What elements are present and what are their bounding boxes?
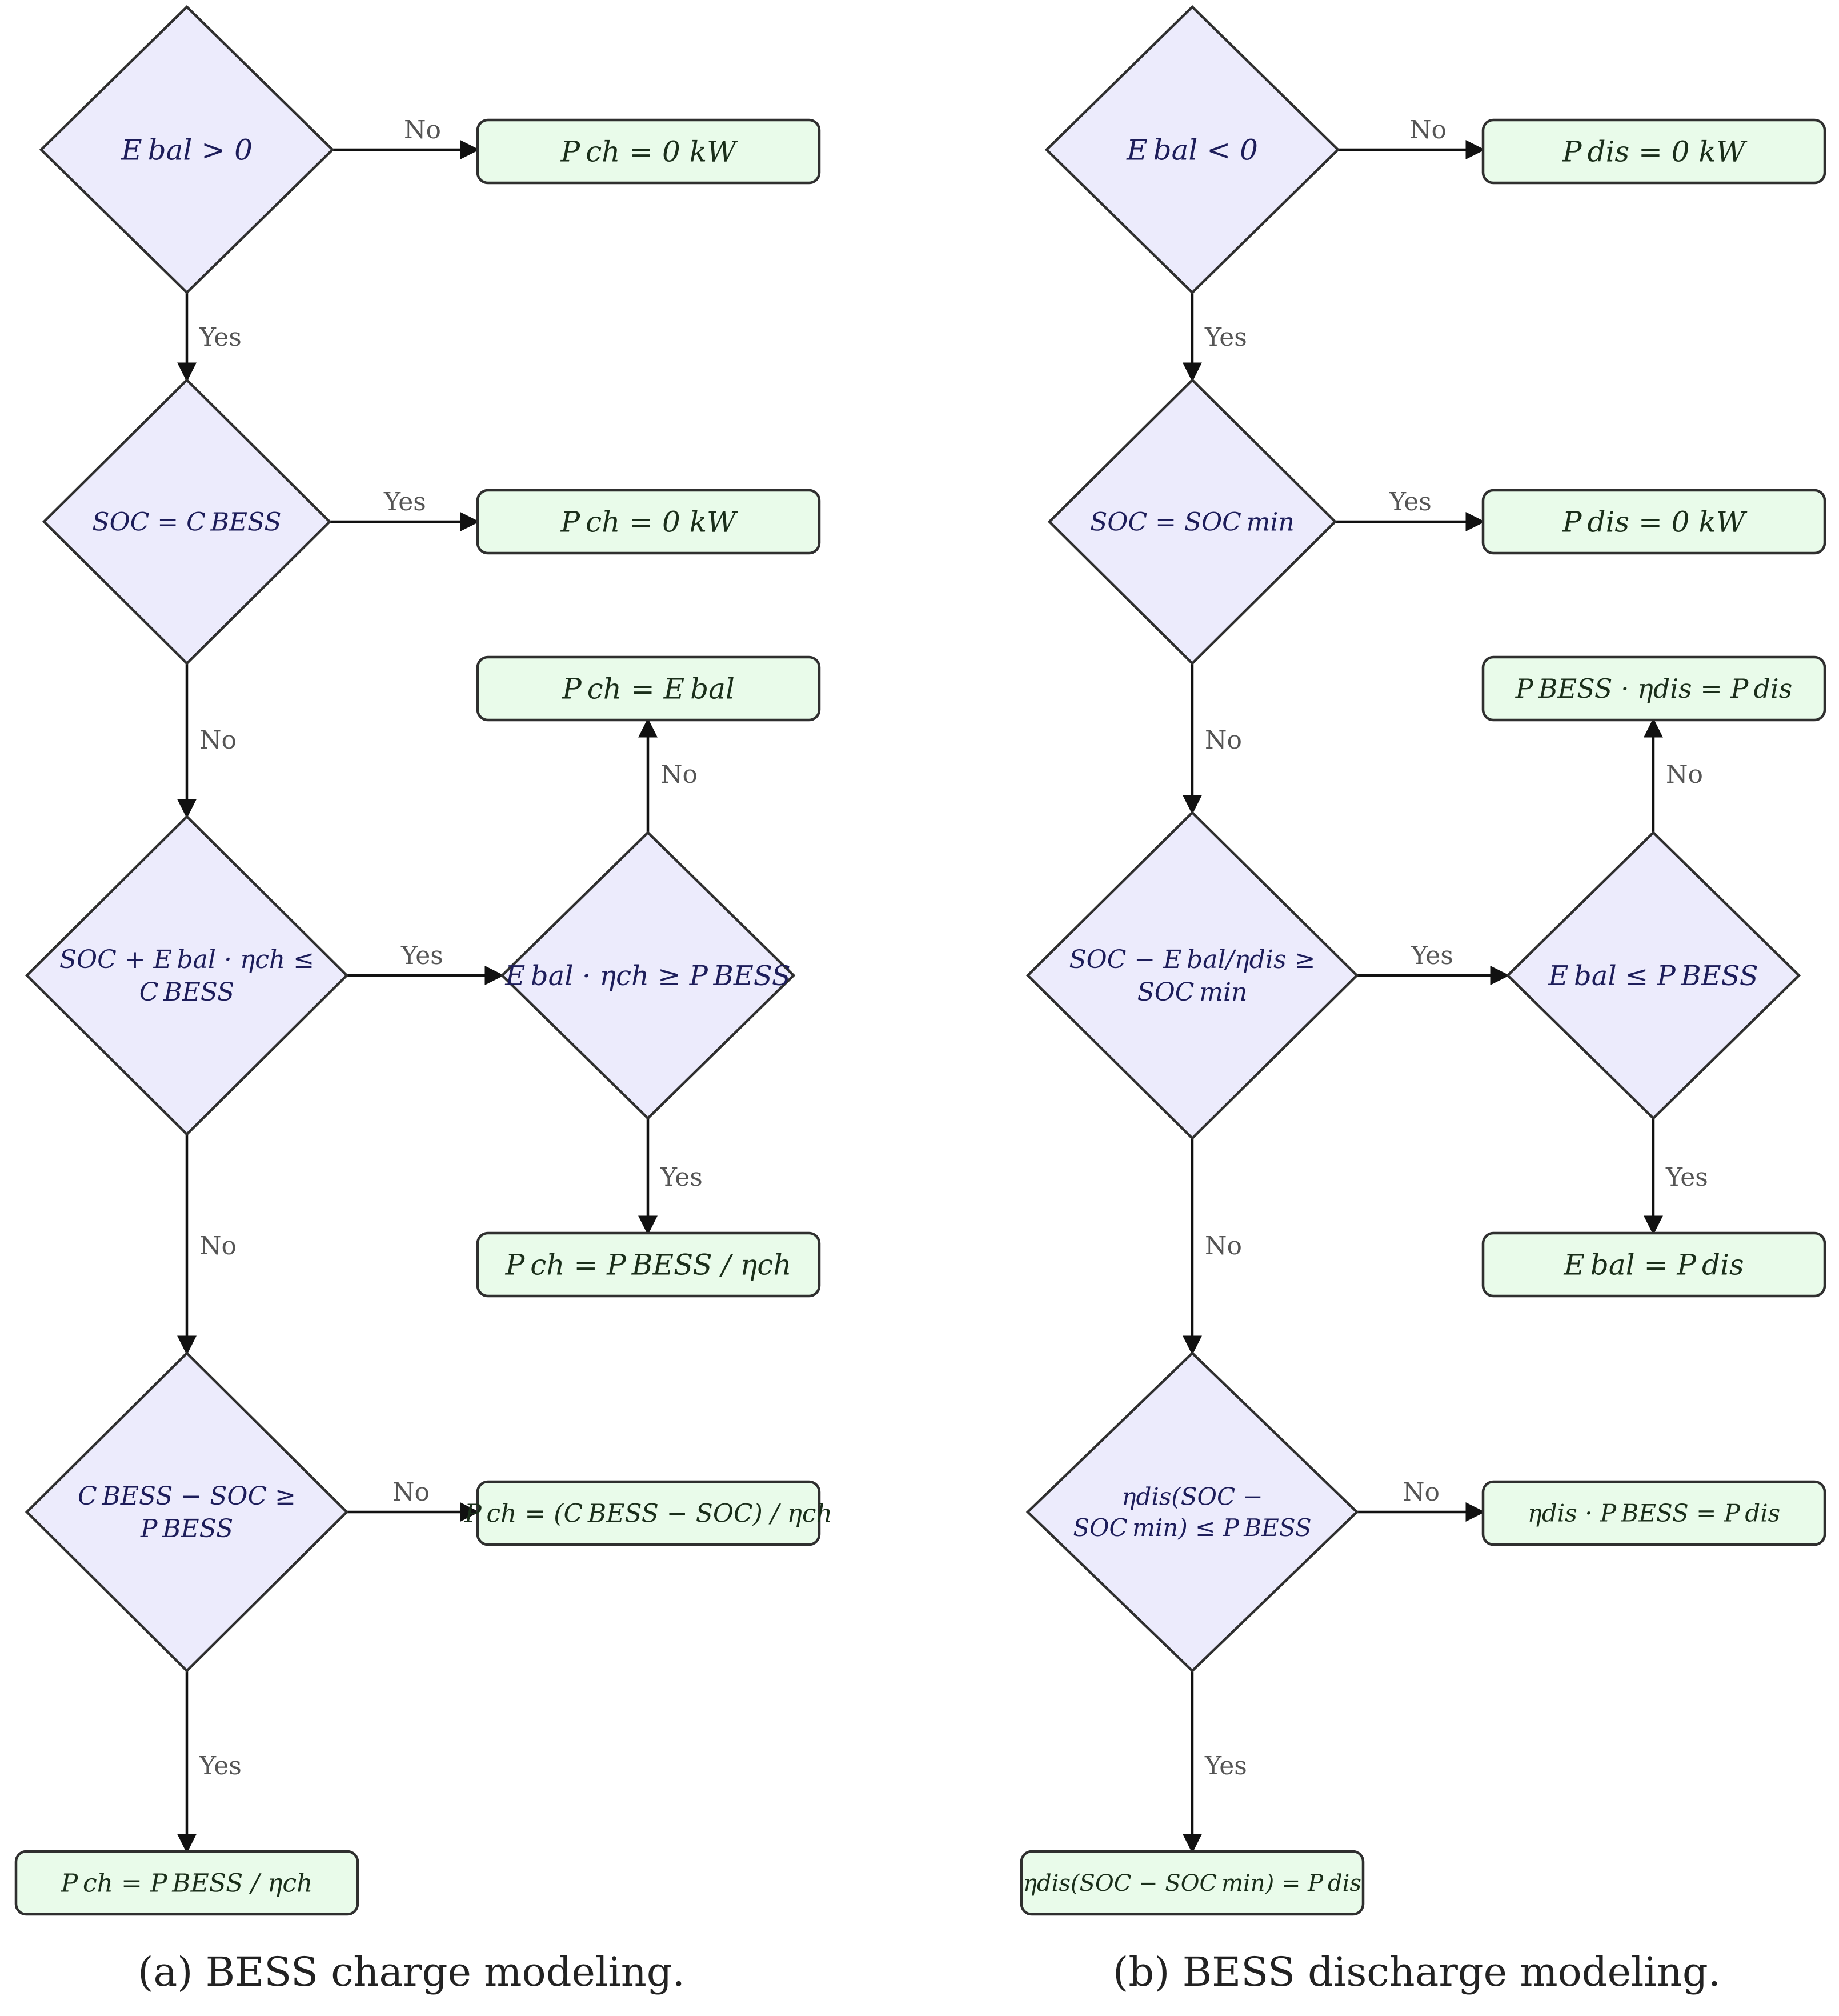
discharge-decision-2 xyxy=(1047,378,1337,666)
charge-decision-5 xyxy=(25,1351,349,1673)
discharge-edge-label-4: No xyxy=(1205,726,1242,755)
charge-decision-2 xyxy=(42,378,332,666)
discharge-decision-2-line-1: SOC = SOC min xyxy=(1090,507,1295,537)
charge-result-text-4: P ch = P BESS / ηch xyxy=(505,1249,792,1282)
charge-edge-label-9: No xyxy=(392,1478,430,1507)
charge-decision-2-line-1: SOC = C BESS xyxy=(92,507,281,537)
discharge-decision-4-line-1: E bal ≤ P BESS xyxy=(1548,960,1758,992)
charge-decision-1 xyxy=(39,5,335,295)
charge-decision-5-line-1: C BESS − SOC ≥ xyxy=(78,1482,296,1511)
discharge-decision-3-line-2: SOC min xyxy=(1137,978,1248,1007)
charge-edge-label-10: Yes xyxy=(199,1751,242,1781)
charge-decision-4-line-1: E bal · ηch ≥ P BESS xyxy=(504,960,791,992)
discharge-decision-3 xyxy=(1025,810,1359,1141)
discharge-edge-label-8: Yes xyxy=(1665,1163,1708,1192)
discharge-edge-label-10: Yes xyxy=(1204,1751,1247,1781)
charge-decision-1-line-1: E bal > 0 xyxy=(121,134,253,167)
discharge-result-box-2 xyxy=(1481,489,1826,555)
discharge-caption: (b) BESS discharge modeling. xyxy=(1113,1949,1721,1995)
charge-decision-3-line-2: C BESS xyxy=(139,978,234,1007)
discharge-result-box-3 xyxy=(1481,655,1826,722)
charge-edge-label-1: No xyxy=(404,115,441,145)
discharge-result-box-1 xyxy=(1481,118,1826,185)
discharge-edge-label-6: No xyxy=(1666,760,1703,789)
discharge-decision-1 xyxy=(1044,5,1340,295)
charge-decision-4 xyxy=(500,830,796,1121)
discharge-decision-5-line-2: SOC min) ≤ P BESS xyxy=(1073,1514,1311,1542)
discharge-result-box-5 xyxy=(1481,1480,1826,1546)
discharge-edge-label-1: No xyxy=(1409,115,1447,145)
discharge-result-box-4 xyxy=(1481,1231,1826,1298)
charge-decision-3-line-1: SOC + E bal · ηch ≤ xyxy=(59,945,314,974)
charge-result-text-5: P ch = (C BESS − SOC) / ηch xyxy=(464,1499,832,1528)
discharge-edge-label-2: Yes xyxy=(1204,323,1247,352)
charge-result-box-2 xyxy=(476,489,821,555)
charge-result-box-6 xyxy=(14,1850,359,1916)
charge-decision-5-line-2: P BESS xyxy=(140,1514,233,1543)
discharge-result-box-6 xyxy=(1020,1850,1365,1916)
discharge-result-text-5: ηdis · P BESS = P dis xyxy=(1528,1499,1780,1527)
charge-result-text-2: P ch = 0 kW xyxy=(560,506,739,539)
discharge-edge-label-5: Yes xyxy=(1411,941,1453,970)
charge-edge-label-5: Yes xyxy=(400,941,443,970)
charge-edge-label-2: Yes xyxy=(199,323,242,352)
charge-caption: (a) BESS charge modeling. xyxy=(138,1949,685,1995)
charge-edge-label-8: Yes xyxy=(660,1163,703,1192)
discharge-decision-1-line-1: E bal < 0 xyxy=(1126,134,1258,167)
discharge-result-text-4: E bal = P dis xyxy=(1563,1249,1744,1282)
discharge-decision-5-line-1: ηdis(SOC − xyxy=(1121,1482,1263,1510)
charge-result-text-1: P ch = 0 kW xyxy=(560,135,739,169)
discharge-edge-label-7: No xyxy=(1205,1231,1242,1261)
discharge-edge-label-3: Yes xyxy=(1389,487,1432,517)
charge-result-text-3: P ch = E bal xyxy=(562,673,735,706)
discharge-decision-4 xyxy=(1505,830,1801,1121)
charge-edge-label-7: No xyxy=(199,1231,237,1261)
discharge-edge-label-9: No xyxy=(1403,1478,1440,1507)
charge-result-text-6: P ch = P BESS / ηch xyxy=(61,1869,313,1898)
discharge-decision-5 xyxy=(1025,1351,1359,1673)
charge-edge-label-4: No xyxy=(199,726,237,755)
discharge-result-text-1: P dis = 0 kW xyxy=(1562,135,1748,169)
charge-result-box-3 xyxy=(476,655,821,722)
discharge-result-text-2: P dis = 0 kW xyxy=(1562,506,1748,539)
discharge-decision-3-line-1: SOC − E bal/ηdis ≥ xyxy=(1069,945,1316,974)
charge-decision-3 xyxy=(25,814,349,1137)
charge-edge-label-6: No xyxy=(660,760,698,789)
discharge-result-text-6: ηdis(SOC − SOC min) = P dis xyxy=(1023,1870,1361,1897)
discharge-result-text-3: P BESS · ηdis = P dis xyxy=(1515,673,1793,704)
charge-result-box-4 xyxy=(476,1231,821,1298)
charge-result-box-5 xyxy=(476,1480,821,1546)
charge-result-box-1 xyxy=(476,118,821,185)
charge-edge-label-3: Yes xyxy=(383,487,426,517)
